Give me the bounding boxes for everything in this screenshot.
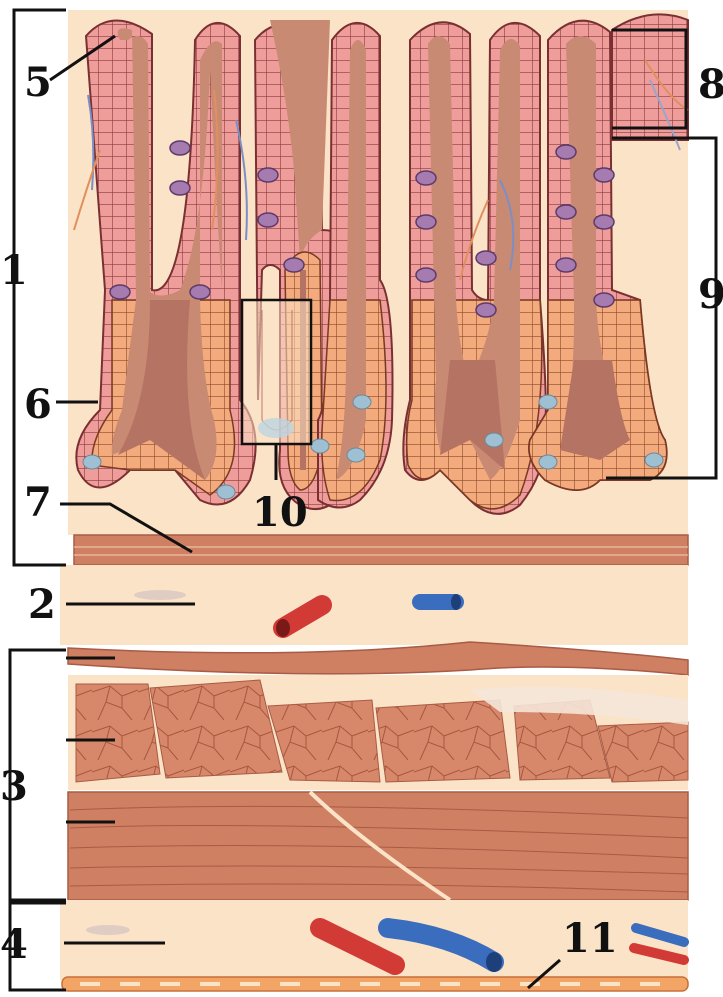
label-7: 7	[24, 479, 52, 526]
muscularis-externa	[68, 642, 688, 900]
label-2: 2	[28, 581, 56, 628]
label-6: 6	[24, 381, 52, 428]
label-3: 3	[0, 763, 28, 810]
label-8: 8	[698, 61, 723, 108]
label-4: 4	[0, 921, 28, 968]
label-1: 1	[0, 247, 28, 294]
serosa-mesothelium	[62, 977, 688, 991]
villus-edge	[612, 14, 688, 140]
label-11: 11	[562, 915, 618, 962]
label-9: 9	[698, 271, 723, 318]
submucosal-vein	[420, 594, 461, 610]
label-10: 10	[252, 489, 308, 536]
label-5: 5	[24, 59, 52, 106]
muscularis-mucosae	[74, 535, 688, 565]
